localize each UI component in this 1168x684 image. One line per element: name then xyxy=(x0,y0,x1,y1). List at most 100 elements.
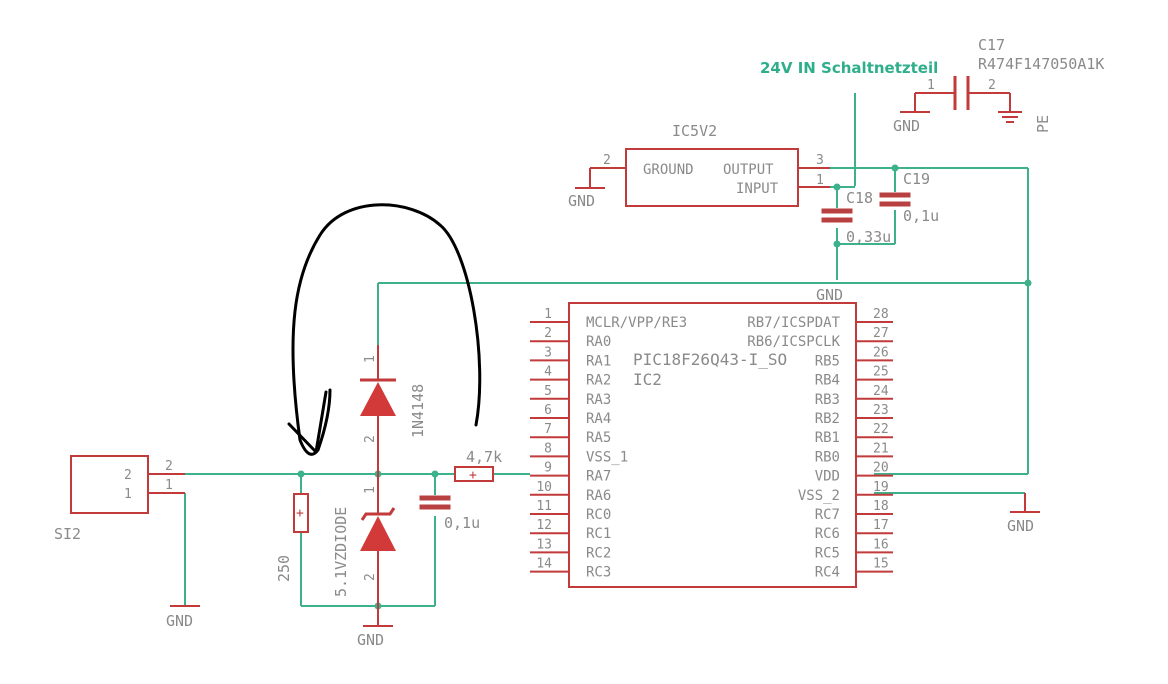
c18-name: C18 xyxy=(846,189,873,207)
mcu-pin-name: RB7/ICSPDAT xyxy=(747,315,840,331)
mcu-pin-name: RC7 xyxy=(815,507,840,523)
mcu-pin-name: RA7 xyxy=(586,469,611,485)
bottom-gnd-left: GND xyxy=(166,605,200,630)
junction-cap xyxy=(431,470,439,478)
c17-pin2: 2 xyxy=(988,78,996,93)
zener-triangle xyxy=(360,516,396,551)
mcu-pin-name: RC0 xyxy=(586,507,611,523)
mcu-pin-name: RC6 xyxy=(815,526,840,542)
resistor-shunt[interactable]: + 250 xyxy=(275,493,309,582)
mcu-pin-number: 4 xyxy=(544,365,552,380)
hand-drawn-arrowhead xyxy=(287,390,328,454)
mcu-pin-name: RA5 xyxy=(586,430,611,446)
c17-name: C17 xyxy=(978,36,1005,54)
resistor-series[interactable]: + 4,7k xyxy=(454,448,502,483)
diode-1n4148[interactable]: 1 2 1N4148 xyxy=(360,345,427,474)
mcu-pin-number: 15 xyxy=(873,557,889,572)
c17-capacitor[interactable]: C17 R474F147050A1K 1 2 GND PE xyxy=(893,36,1104,135)
mcu-body xyxy=(568,302,857,588)
pe-label: PE xyxy=(1034,115,1052,133)
zener-diode[interactable]: 1 2 5.1VZDIODE xyxy=(332,474,396,606)
mcu-pin-number: 3 xyxy=(544,345,552,360)
resistor-shunt-value: 250 xyxy=(275,555,293,582)
mcu-pin-name: VSS_1 xyxy=(586,449,628,465)
mcu-pin-name: RA1 xyxy=(586,353,611,369)
regulator-pin-in-num: 1 xyxy=(816,173,824,188)
diode-pin2: 2 xyxy=(363,435,378,443)
main-wiring xyxy=(184,282,1028,610)
mcu-pin-number: 1 xyxy=(544,307,552,322)
c19-capacitor[interactable]: C19 0,1u xyxy=(879,170,939,225)
top-gnd-label: GND xyxy=(816,286,843,304)
mcu-pin-number: 21 xyxy=(873,441,889,456)
mcu-pin-number: 23 xyxy=(873,403,889,418)
mcu-ic2[interactable]: PIC18F26Q43-I_SO IC2 1MCLR/VPP/RE32RA03R… xyxy=(530,302,893,588)
mcu-pin-number: 7 xyxy=(544,422,552,437)
mcu-pin-name: RA0 xyxy=(586,334,611,350)
connector-si2[interactable]: 2 1 2 1 SI2 xyxy=(54,455,185,543)
cap-input-plate-top xyxy=(419,495,451,501)
diode-label: 1N4148 xyxy=(409,384,427,438)
resistor-series-value: 4,7k xyxy=(466,448,502,466)
mcu-pin-name: RB4 xyxy=(815,373,840,389)
connector-pin1-net: 1 xyxy=(165,478,173,493)
zener-bar xyxy=(360,507,396,521)
regulator-ground-pin: GROUND xyxy=(643,162,694,178)
junction-c18-top xyxy=(833,183,841,191)
mcu-pin-name: VDD xyxy=(815,469,840,485)
mcu-pin-number: 24 xyxy=(873,384,889,399)
mcu-pin-name: MCLR/VPP/RE3 xyxy=(586,315,687,331)
mcu-pin-name: RB3 xyxy=(815,392,840,408)
mcu-pin-name: RA6 xyxy=(586,488,611,504)
mcu-pin-name: RB0 xyxy=(815,449,840,465)
zener-label: 5.1VZDIODE xyxy=(332,507,350,597)
bottom-gnd-mid: GND xyxy=(357,606,393,649)
mcu-part-label: PIC18F26Q43-I_SO xyxy=(633,350,787,369)
regulator-ic5v2[interactable]: IC5V2 GROUND OUTPUT INPUT 2 3 1 GND xyxy=(568,122,830,210)
c18-plate-top xyxy=(821,208,853,214)
diode-triangle xyxy=(360,382,396,416)
cap-input[interactable]: 0,1u xyxy=(419,495,480,532)
regulator-gnd-label: GND xyxy=(568,192,595,210)
resistor-series-plus: + xyxy=(469,468,477,483)
zener-pin2: 2 xyxy=(363,573,378,581)
zener-pin1: 1 xyxy=(363,486,378,494)
mcu-pin-number: 13 xyxy=(536,537,552,552)
bottom-gnd-left-label: GND xyxy=(166,612,193,630)
c18-capacitor[interactable]: C18 0,33u xyxy=(821,189,891,246)
mcu-pin-name: RA4 xyxy=(586,411,611,427)
mcu-pin-name: RC1 xyxy=(586,526,611,542)
regulator-pin-out-num: 3 xyxy=(816,153,824,168)
mcu-pin-number: 26 xyxy=(873,345,889,360)
junction-shunt xyxy=(297,470,305,478)
